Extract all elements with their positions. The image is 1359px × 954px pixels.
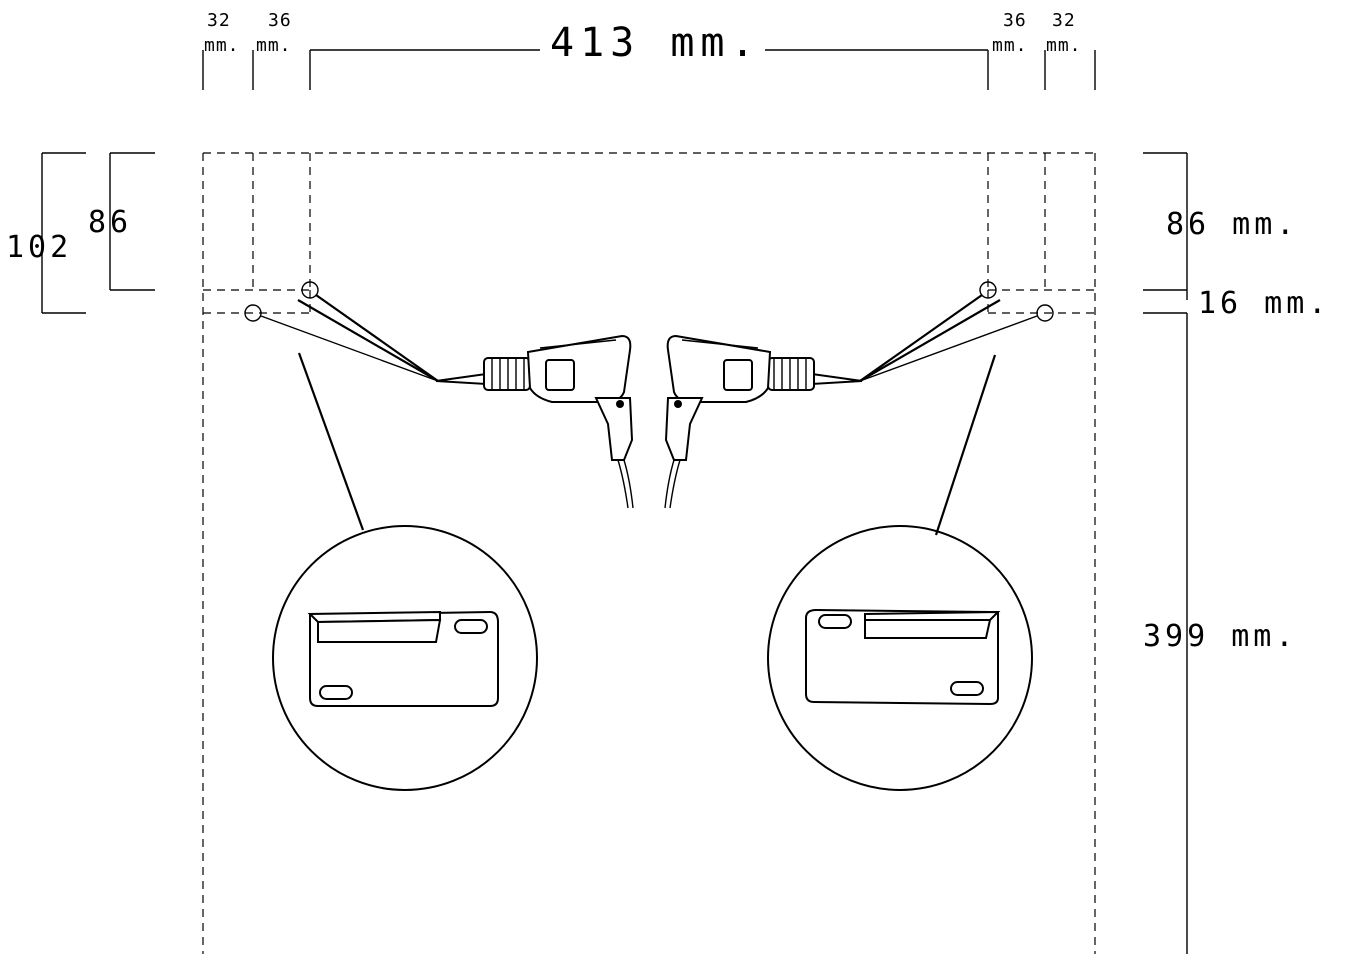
drill-icon-left — [435, 334, 634, 509]
label-right-height-lower: 399 mm. — [1143, 619, 1297, 654]
label-top-width: 413 mm. — [550, 20, 761, 66]
label-left-offset-b-value: 36 — [268, 10, 292, 31]
label-right-offset-b-unit: mm. — [992, 35, 1028, 56]
drill-icon-right — [664, 334, 863, 509]
label-right-offset-a-value: 32 — [1052, 10, 1076, 31]
left-dimension-brackets — [41, 152, 155, 314]
callout-leaders — [297, 352, 997, 536]
hole-left-inner — [301, 281, 319, 299]
label-right-offset-a-unit: mm. — [1046, 35, 1082, 56]
label-left-offset-a-value: 32 — [207, 10, 231, 31]
label-right-height-upper: 86 mm. — [1166, 207, 1298, 242]
label-left-height-outer: 102 — [6, 230, 72, 265]
cabinet-outline — [202, 152, 1096, 954]
label-left-offset-a-unit: mm. — [204, 35, 240, 56]
drill-holes — [244, 281, 1054, 322]
top-dimension-lines — [202, 49, 1096, 90]
dimension-labels: 413 mm. 32 mm. 36 mm. 36 mm. 32 mm. 102 … — [6, 10, 1330, 654]
drill-guide-lines — [260, 294, 1038, 382]
label-right-offset-b-value: 36 — [1003, 10, 1027, 31]
right-dimension-brackets — [1143, 152, 1188, 954]
mounting-bracket-right — [767, 525, 1033, 791]
mounting-bracket-left — [272, 525, 538, 791]
label-left-offset-b-unit: mm. — [256, 35, 292, 56]
hole-right-inner — [979, 281, 997, 299]
label-right-gap: 16 mm. — [1198, 286, 1330, 321]
hole-right-outer — [1036, 304, 1054, 322]
label-left-height-inner: 86 — [88, 205, 132, 240]
hole-left-outer — [244, 304, 262, 322]
